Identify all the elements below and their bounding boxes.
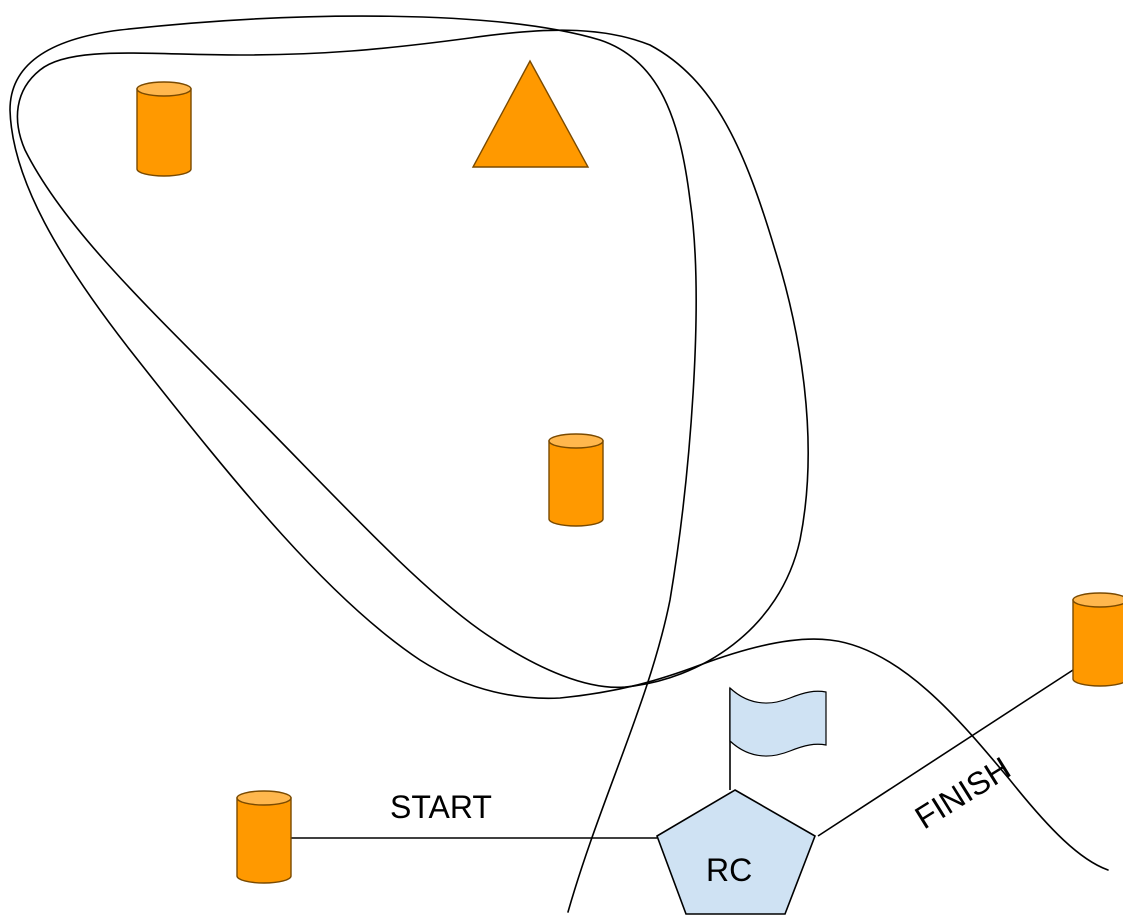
pentagon-boat-icon	[656, 789, 816, 915]
finish-line	[817, 669, 1074, 837]
inner-course-loop	[16, 29, 809, 689]
outer-course-loop	[9, 15, 1109, 913]
cylinder-buoy-icon	[236, 790, 292, 884]
finish-label: FINISH	[909, 750, 1017, 836]
start-label: START	[390, 789, 492, 825]
cylinder-buoy-icon	[1072, 592, 1123, 687]
triangle-buoy-icon	[471, 59, 590, 168]
rc-label: RC	[706, 852, 752, 888]
cylinder-buoy-icon	[136, 81, 192, 177]
course-paths	[9, 15, 1109, 913]
flag-icon	[729, 686, 827, 790]
cylinder-buoy-icon	[548, 433, 604, 527]
